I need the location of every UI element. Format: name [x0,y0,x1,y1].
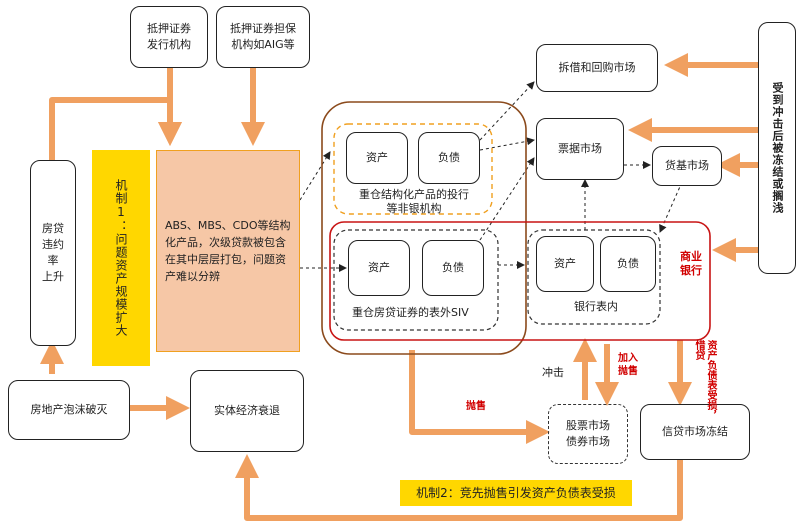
dashed-siv-to-bill [479,157,535,241]
ib-label: 重仓结构化产品的投行 等非银机构 [359,188,469,215]
siv-liability-text: 负债 [442,261,464,274]
mortgage-default-text: 房贷 违约 率 上升 [42,222,64,283]
mechanism2-box: 机制2：竞先抛售引发资产负债表受损 [400,480,632,506]
damage-label: 资产负债表受损，惜贷 [693,340,716,420]
ib-asset-text: 资产 [366,151,388,164]
add-sell-label: 加入 抛售 [618,353,638,377]
mechanism1-text: 机制1：问题资产规模扩大 [114,179,128,337]
mechanism1-box: 机制1：问题资产规模扩大 [92,150,150,366]
credit-freeze-box: 信贷市场冻结 [640,404,750,460]
commercial-bank-container [329,221,711,341]
bank-asset-box: 资产 [536,236,594,292]
shock-label: 冲击 [542,366,564,379]
siv-label: 重仓房贷证券的表外SIV [352,306,469,319]
ib-dashed-container [333,123,493,215]
ib-asset-box: 资产 [346,132,408,184]
abs-products-box: ABS、MBS、CDO等结构化产品，次级贷款被包含在其中层层打包，问题资产难以分… [156,150,300,352]
dashed-abs-to-ib [299,151,331,201]
abs-issuer-box: 抵押证券 发行机构 [130,6,208,68]
guarantor-text: 抵押证券担保 机构如AIG等 [230,22,296,51]
real-economy-box: 实体经济衰退 [190,370,304,452]
mechanism2-text: 机制2：竞先抛售引发资产负债表受损 [416,486,616,500]
siv-asset-box: 资产 [348,240,410,296]
repo-market-box: 拆借和回购市场 [536,44,658,92]
ib-liability-box: 负债 [418,132,480,184]
housing-bubble-box: 房地产泡沫破灭 [8,380,130,440]
stock-bond-box: 股票市场 债券市场 [548,404,628,464]
dump-label: 抛售 [466,401,486,412]
frozen-box: 受到冲击后被冻结或搁浅 [758,22,796,274]
bill-market-box: 票据市场 [536,118,624,180]
bill-market-text: 票据市场 [558,142,602,155]
arrow-credit-to-economy [235,454,683,521]
abs-products-text: ABS、MBS、CDO等结构化产品，次级贷款被包含在其中层层打包，问题资产难以分… [165,219,291,283]
bank-liability-text: 负债 [617,257,639,270]
credit-freeze-text: 信贷市场冻结 [662,425,728,438]
dashed-mmf-to-bank [659,181,683,233]
commercial-bank-label: 商业 银行 [680,250,702,277]
mmf-market-text: 货基市场 [665,159,709,172]
frozen-text: 受到冲击后被冻结或搁浅 [771,82,784,214]
bank-asset-text: 资产 [554,257,576,270]
dashed-ib-to-repo [479,81,535,141]
arrow-siv-to-stock [409,350,550,444]
mortgage-default-box: 房贷 违约 率 上升 [30,160,76,346]
repo-market-text: 拆借和回购市场 [558,61,636,74]
brown-container [321,101,527,355]
guarantor-box: 抵押证券担保 机构如AIG等 [216,6,310,68]
bank-dashed-container [527,229,661,325]
siv-asset-text: 资产 [368,261,390,274]
stock-bond-text: 股票市场 债券市场 [566,419,610,448]
siv-liability-box: 负债 [422,240,484,296]
ib-liability-text: 负债 [438,151,460,164]
bank-liability-box: 负债 [600,236,656,292]
mmf-market-box: 货基市场 [652,146,722,186]
bank-label: 银行表内 [574,300,618,313]
real-economy-text: 实体经济衰退 [214,404,280,417]
housing-bubble-text: 房地产泡沫破灭 [30,403,108,416]
abs-issuer-text: 抵押证券 发行机构 [147,22,191,51]
